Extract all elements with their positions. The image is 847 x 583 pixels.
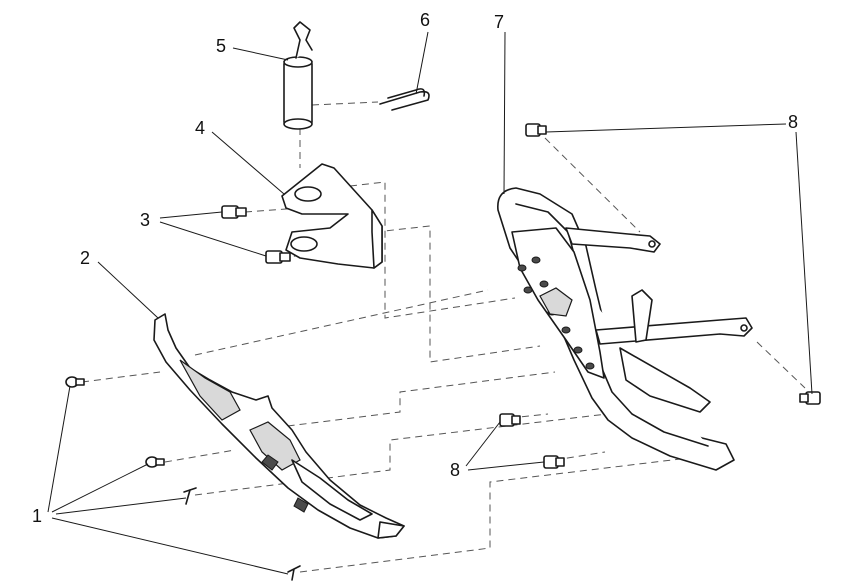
assembly-lines xyxy=(81,101,806,573)
fasteners xyxy=(65,123,821,581)
bolt-part-3-lower xyxy=(265,250,291,264)
callout-1: 1 xyxy=(32,506,42,526)
screw-part-1-b xyxy=(145,456,165,468)
callout-3: 3 xyxy=(140,210,150,230)
bracket-part-4 xyxy=(281,163,383,269)
callout-6: 6 xyxy=(420,10,430,30)
bolt-part-8-right xyxy=(799,391,821,405)
callout-8-top: 8 xyxy=(788,112,798,132)
callout-2: 2 xyxy=(80,248,90,268)
screw-part-1-a xyxy=(65,376,85,388)
callout-4: 4 xyxy=(195,118,205,138)
bolt-part-3-upper xyxy=(221,205,247,219)
leader-lines xyxy=(47,31,813,575)
rivet-part-1-c xyxy=(183,487,197,505)
bumper-frame-part-7 xyxy=(497,187,753,471)
bolt-part-8-mid xyxy=(499,413,521,427)
rivet-part-1-d xyxy=(287,565,301,581)
callout-7: 7 xyxy=(494,12,504,32)
skid-plate-part-2 xyxy=(153,313,405,539)
callouts: 1 2 3 4 5 6 7 8 8 xyxy=(32,10,798,526)
callout-8-bottom: 8 xyxy=(450,460,460,480)
bolt-part-8-top xyxy=(525,123,547,137)
pin-part-5 xyxy=(283,21,313,130)
bolt-part-8-low xyxy=(543,455,565,469)
callout-5: 5 xyxy=(216,36,226,56)
clip-part-6 xyxy=(379,88,430,111)
